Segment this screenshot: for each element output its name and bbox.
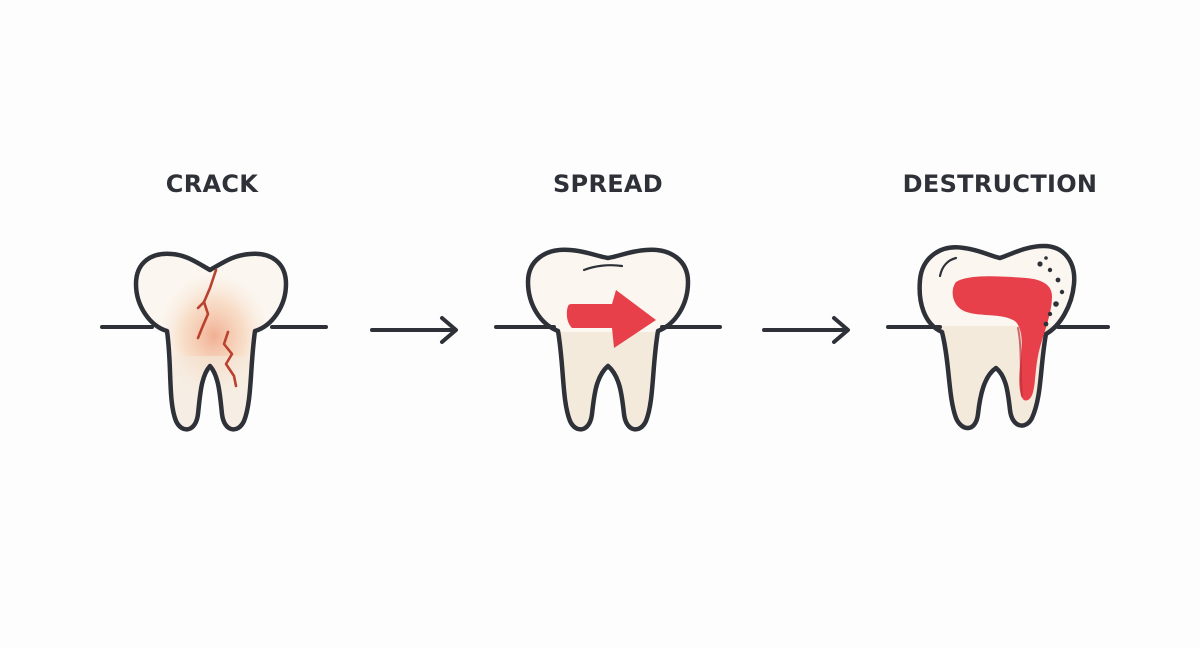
crack-lines [196, 268, 238, 388]
destroyed-tooth-icon [880, 236, 1120, 446]
stage-label-spread: SPREAD [552, 170, 664, 198]
decay-region-shape [952, 276, 1052, 401]
stage-label-destruction: DESTRUCTION [902, 170, 1098, 198]
right-arrow-icon [760, 312, 856, 348]
spread-arrow-shape [566, 290, 656, 348]
cracked-tooth-icon [92, 236, 332, 446]
stage-label-crack: CRACK [165, 170, 259, 198]
right-arrow-icon [368, 312, 464, 348]
spreading-tooth-icon [488, 236, 728, 446]
decay-debris-dots [1037, 256, 1065, 327]
